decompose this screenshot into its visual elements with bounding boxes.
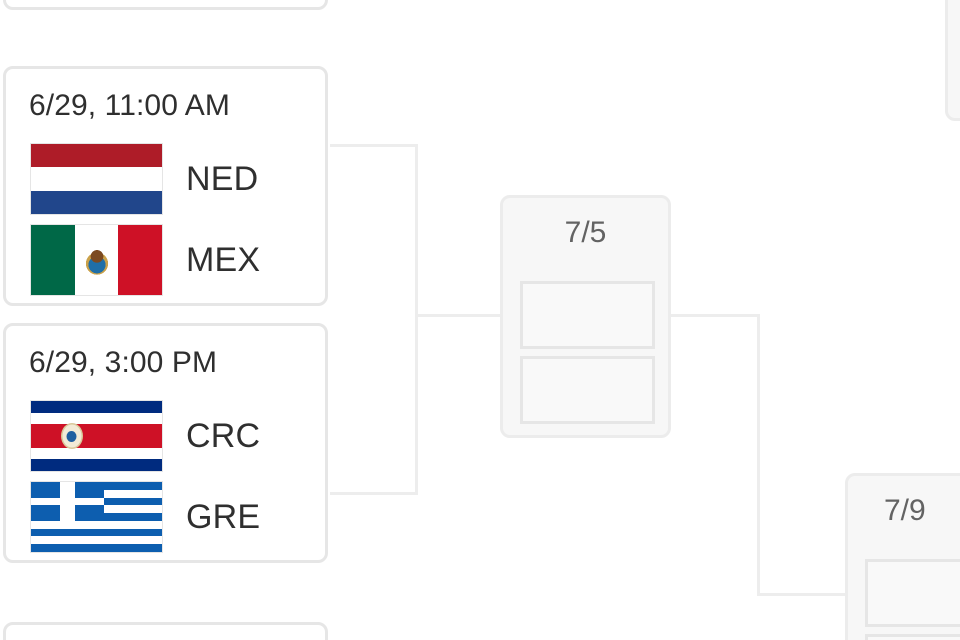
connector-vertical-join bbox=[415, 144, 418, 495]
team-code-mex: MEX bbox=[186, 241, 261, 279]
empty-team-slot-bottom[interactable] bbox=[865, 634, 960, 640]
connector-vertical-final bbox=[757, 314, 760, 596]
match-time: 6/29, 3:00 PM bbox=[29, 346, 218, 379]
match-card-ned-mex[interactable]: 6/29, 11:00 AM NED MEX bbox=[3, 66, 328, 306]
team-row-gre[interactable]: GRE bbox=[31, 482, 260, 552]
connector-bottom-stub bbox=[330, 492, 418, 495]
team-code-crc: CRC bbox=[186, 417, 261, 455]
match-card-partial-top[interactable] bbox=[3, 0, 328, 10]
match-card-crc-gre[interactable]: 6/29, 3:00 PM CRC GRE bbox=[3, 323, 328, 563]
team-code-ned: NED bbox=[186, 160, 259, 198]
team-code-gre: GRE bbox=[186, 498, 261, 536]
connector-quarterfinal-out bbox=[668, 314, 760, 317]
connector-to-final bbox=[757, 593, 847, 596]
match-card-partial-bottom[interactable] bbox=[3, 622, 328, 640]
round-box-final[interactable]: 7/9 bbox=[845, 473, 960, 640]
team-row-ned[interactable]: NED bbox=[31, 144, 258, 214]
connector-top-stub bbox=[330, 144, 418, 147]
team-row-mex[interactable]: MEX bbox=[31, 225, 260, 295]
round-date-label: 7/9 bbox=[884, 494, 926, 527]
match-time: 6/29, 11:00 AM bbox=[29, 89, 230, 122]
empty-team-slot-top[interactable] bbox=[865, 559, 960, 627]
greece-cross-icon bbox=[31, 482, 104, 521]
netherlands-flag-icon bbox=[31, 144, 162, 214]
connector-to-quarterfinal bbox=[415, 314, 503, 317]
mexico-flag-icon bbox=[31, 225, 162, 295]
empty-team-slot-bottom[interactable] bbox=[520, 356, 655, 424]
empty-team-slot-top[interactable] bbox=[520, 281, 655, 349]
round-box-quarterfinal[interactable]: 7/5 bbox=[500, 195, 671, 438]
costa-rica-coat-of-arms-icon bbox=[62, 424, 82, 448]
round-box-partial-top-right[interactable] bbox=[945, 0, 960, 121]
round-date-label: 7/5 bbox=[564, 216, 607, 249]
greece-flag-icon bbox=[31, 482, 162, 552]
mexico-eagle-emblem-icon bbox=[81, 245, 112, 275]
team-row-crc[interactable]: CRC bbox=[31, 401, 260, 471]
costa-rica-flag-icon bbox=[31, 401, 162, 471]
